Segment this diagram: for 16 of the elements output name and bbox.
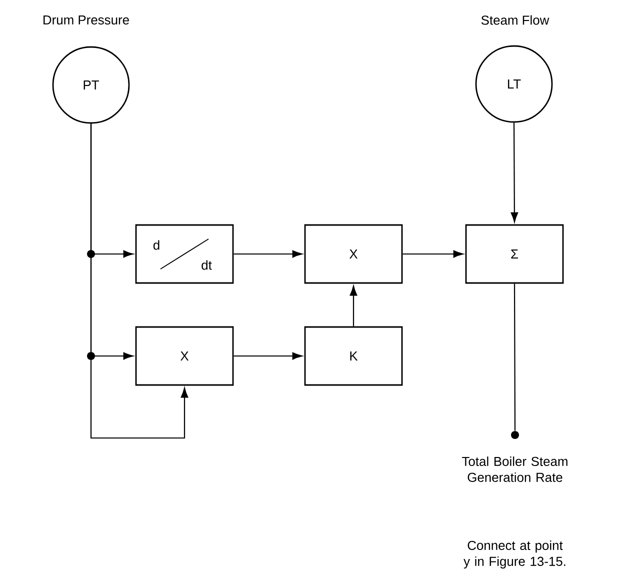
node-label: Steam Flow <box>481 15 550 25</box>
arrow <box>402 250 464 258</box>
note: Connect at point y in Figure 13-15. <box>464 540 566 569</box>
arrow <box>90 124 188 439</box>
node-label: Drum Pressure <box>44 15 129 25</box>
node-label: Total Boiler Steam Generation Rate <box>462 456 568 482</box>
terminal-dot <box>511 431 519 439</box>
derivative-box: d dt <box>135 224 234 284</box>
arrow <box>350 286 358 326</box>
function-box: Σ <box>465 224 564 284</box>
function-box: X <box>304 224 403 284</box>
arrow <box>234 250 302 258</box>
arrow <box>234 352 302 360</box>
arrow <box>510 122 518 222</box>
function-box: X <box>135 326 234 386</box>
function-box: K <box>304 326 403 386</box>
